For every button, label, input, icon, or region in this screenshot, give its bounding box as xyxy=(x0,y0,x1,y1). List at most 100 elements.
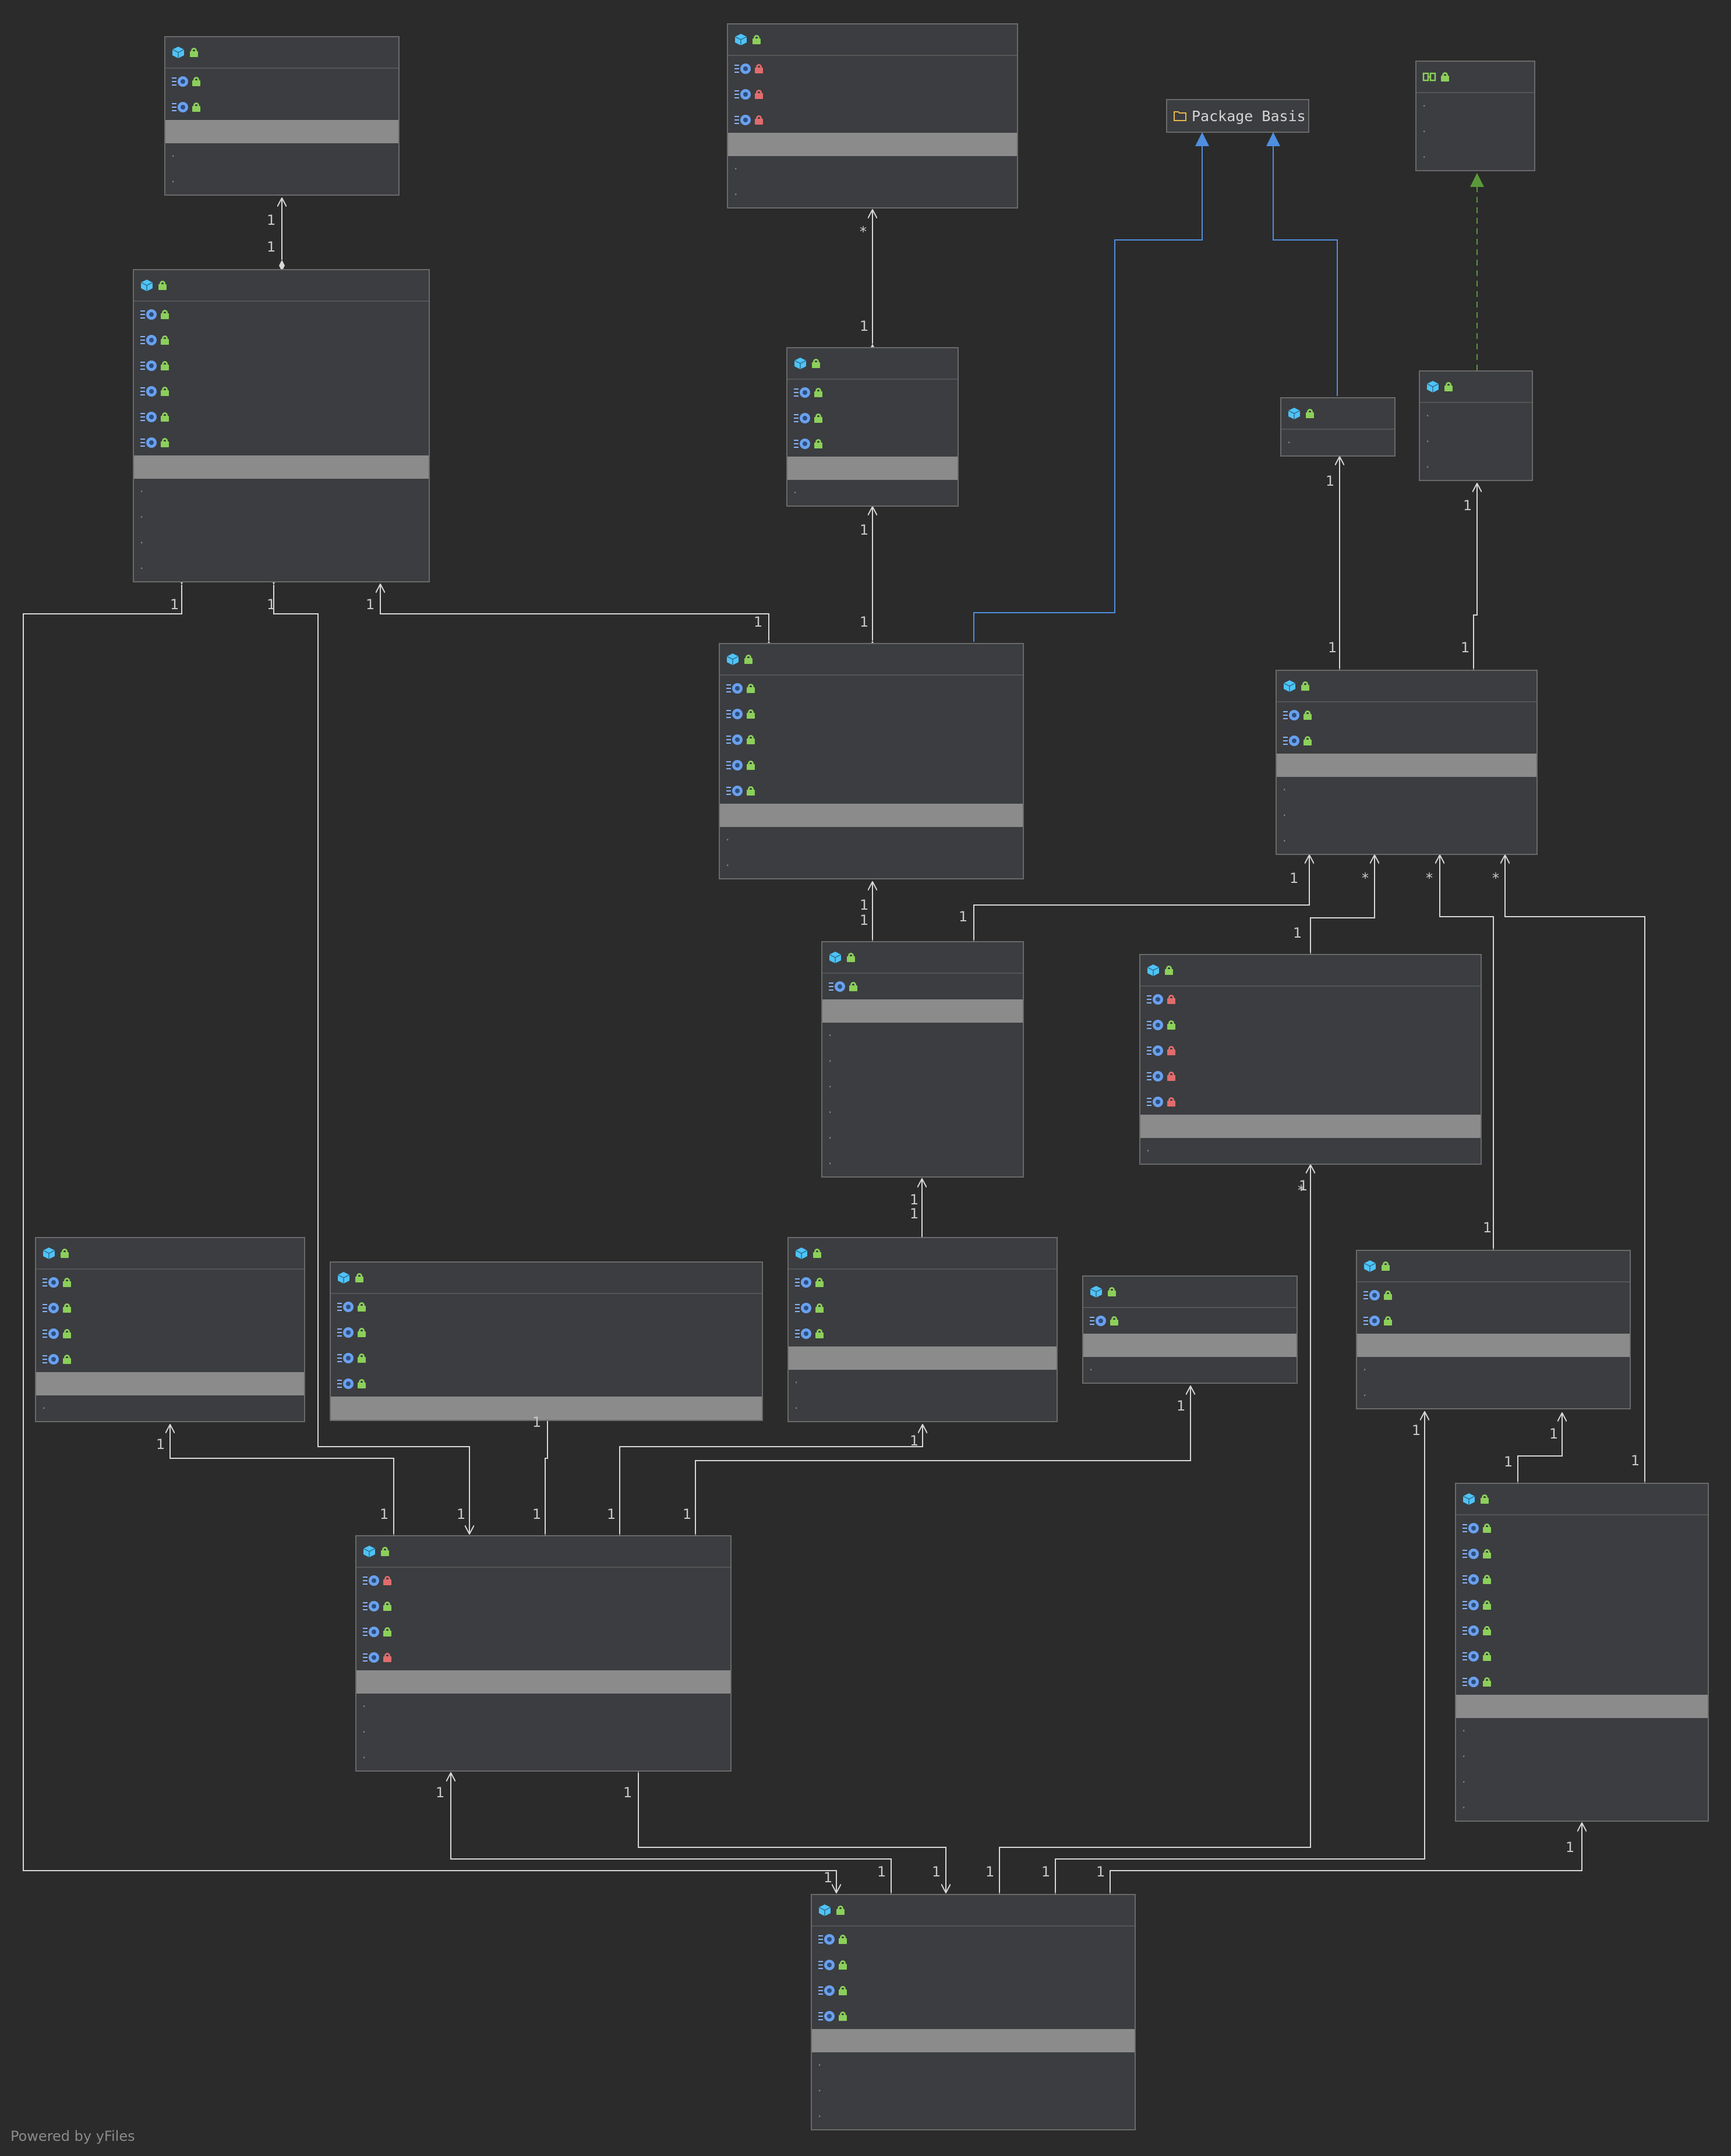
field-row[interactable]: · xyxy=(134,530,429,556)
field-row[interactable]: · xyxy=(787,480,958,506)
field-row[interactable]: · xyxy=(720,853,1023,878)
method-row[interactable] xyxy=(812,1927,1135,1952)
field-row[interactable]: · xyxy=(822,1125,1023,1151)
field-row[interactable]: · xyxy=(822,1151,1023,1176)
package-basis[interactable]: Package Basis xyxy=(1166,99,1309,133)
method-row[interactable] xyxy=(812,2003,1135,2029)
method-row[interactable] xyxy=(1083,1308,1297,1334)
field-row[interactable]: · xyxy=(356,1694,730,1719)
method-row[interactable] xyxy=(134,379,429,404)
field-row[interactable]: · xyxy=(134,504,429,530)
method-row[interactable] xyxy=(787,431,958,457)
method-row[interactable] xyxy=(134,327,429,353)
method-row[interactable] xyxy=(812,1952,1135,1978)
method-row[interactable] xyxy=(1277,728,1536,754)
method-row[interactable] xyxy=(331,1345,762,1371)
class-wettbuero[interactable]: ··· xyxy=(355,1535,732,1772)
method-row[interactable] xyxy=(1456,1669,1708,1695)
method-row[interactable] xyxy=(331,1320,762,1345)
method-row[interactable] xyxy=(1140,987,1481,1012)
method-row[interactable] xyxy=(1456,1592,1708,1618)
method-row[interactable] xyxy=(1456,1567,1708,1592)
method-row[interactable] xyxy=(331,1294,762,1320)
field-row[interactable]: · xyxy=(1456,1744,1708,1769)
class-beleg[interactable]: ·· xyxy=(727,23,1018,208)
field-row[interactable]: · xyxy=(728,156,1017,182)
method-row[interactable] xyxy=(356,1568,730,1593)
field-row[interactable]: · xyxy=(1416,119,1534,144)
method-row[interactable] xyxy=(1357,1282,1630,1308)
method-row[interactable] xyxy=(356,1645,730,1670)
class-wette[interactable]: ······ xyxy=(821,941,1024,1178)
method-row[interactable] xyxy=(165,69,398,94)
method-row[interactable] xyxy=(356,1593,730,1619)
class-orga[interactable]: ··· xyxy=(811,1894,1136,2130)
field-row[interactable]: · xyxy=(1277,803,1536,828)
field-row[interactable]: · xyxy=(1456,1718,1708,1744)
field-row[interactable]: · xyxy=(1140,1138,1481,1164)
field-row[interactable]: · xyxy=(1456,1769,1708,1795)
method-row[interactable] xyxy=(134,404,429,430)
method-row[interactable] xyxy=(720,701,1023,727)
method-row[interactable] xyxy=(789,1295,1057,1321)
field-row[interactable]: · xyxy=(789,1370,1057,1395)
field-row[interactable]: · xyxy=(165,169,398,195)
method-row[interactable] xyxy=(36,1346,304,1372)
field-row[interactable]: · xyxy=(1420,429,1532,454)
method-row[interactable] xyxy=(36,1321,304,1346)
field-row[interactable]: · xyxy=(1083,1357,1297,1383)
method-row[interactable] xyxy=(36,1295,304,1321)
class-anmeldeliste[interactable]: ·· xyxy=(1356,1250,1631,1409)
method-row[interactable] xyxy=(720,676,1023,701)
field-row[interactable]: · xyxy=(812,2104,1135,2129)
field-row[interactable]: · xyxy=(1420,403,1532,429)
field-row[interactable]: · xyxy=(1281,430,1394,455)
method-row[interactable] xyxy=(134,353,429,379)
method-row[interactable] xyxy=(1140,1038,1481,1063)
class-konto[interactable]: · xyxy=(35,1237,305,1422)
method-row[interactable] xyxy=(720,778,1023,804)
class-belegliste[interactable]: · xyxy=(786,347,959,507)
field-row[interactable]: · xyxy=(1277,828,1536,854)
field-row[interactable]: · xyxy=(36,1395,304,1421)
method-row[interactable] xyxy=(1456,1643,1708,1669)
field-row[interactable]: · xyxy=(1357,1383,1630,1408)
method-row[interactable] xyxy=(789,1270,1057,1295)
method-row[interactable] xyxy=(134,430,429,455)
method-row[interactable] xyxy=(36,1270,304,1295)
class-pferdint[interactable]: ··· xyxy=(1415,61,1535,171)
method-row[interactable] xyxy=(1140,1089,1481,1115)
method-row[interactable] xyxy=(165,94,398,120)
field-row[interactable]: · xyxy=(728,182,1017,207)
method-row[interactable] xyxy=(789,1321,1057,1346)
field-row[interactable]: · xyxy=(1357,1357,1630,1383)
method-row[interactable] xyxy=(728,107,1017,133)
method-row[interactable] xyxy=(1357,1308,1630,1334)
field-row[interactable]: · xyxy=(812,2078,1135,2104)
method-row[interactable] xyxy=(728,56,1017,82)
field-row[interactable]: · xyxy=(165,143,398,169)
field-row[interactable]: · xyxy=(356,1745,730,1770)
field-row[interactable]: · xyxy=(812,2052,1135,2078)
field-row[interactable]: · xyxy=(822,1100,1023,1125)
class-quoten[interactable] xyxy=(330,1261,763,1421)
method-row[interactable] xyxy=(720,727,1023,752)
class-pferd[interactable]: ··· xyxy=(1419,370,1533,481)
field-row[interactable]: · xyxy=(1416,93,1534,119)
method-row[interactable] xyxy=(1277,702,1536,728)
method-row[interactable] xyxy=(720,752,1023,778)
method-row[interactable] xyxy=(787,405,958,431)
class-spielplan[interactable]: ···· xyxy=(1455,1483,1709,1822)
method-row[interactable] xyxy=(728,82,1017,107)
field-row[interactable]: · xyxy=(134,556,429,581)
method-row[interactable] xyxy=(331,1371,762,1397)
class-wettid[interactable]: · xyxy=(1082,1275,1298,1384)
method-row[interactable] xyxy=(787,380,958,405)
class-reiter[interactable]: · xyxy=(1280,397,1396,457)
field-row[interactable]: · xyxy=(1420,454,1532,480)
field-row[interactable]: · xyxy=(356,1719,730,1745)
field-row[interactable]: · xyxy=(720,827,1023,853)
field-row[interactable]: · xyxy=(1456,1795,1708,1821)
method-row[interactable] xyxy=(812,1978,1135,2003)
class-arena[interactable]: ···· xyxy=(133,269,430,582)
